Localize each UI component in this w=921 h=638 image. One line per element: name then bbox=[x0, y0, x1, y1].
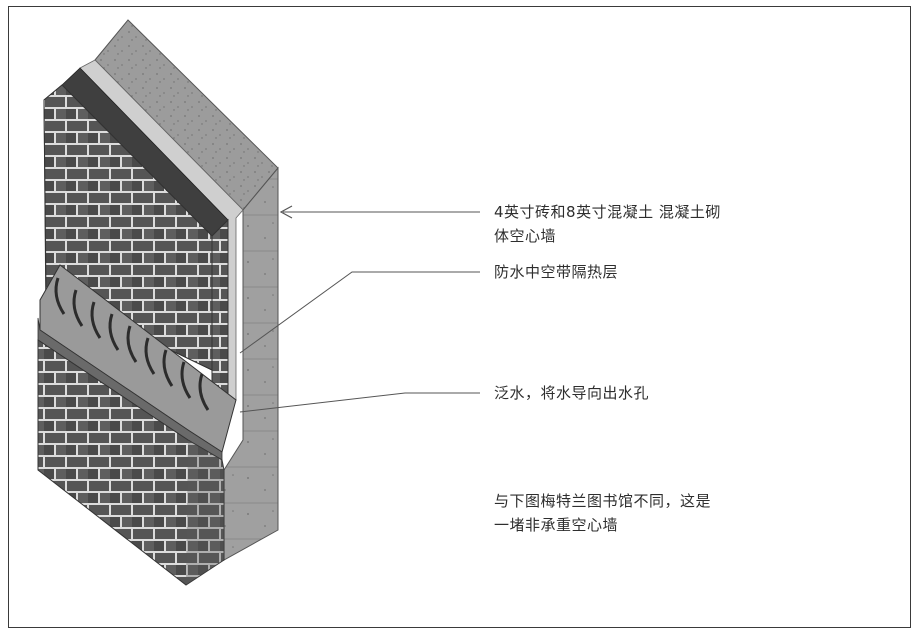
figure-frame bbox=[8, 6, 911, 628]
leader-line-flashing bbox=[239, 392, 480, 413]
label-flashing-text: 泛水，将水导向出水孔 bbox=[494, 384, 650, 402]
leader-lines bbox=[239, 211, 480, 413]
label-insulation: 防水中空带隔热层 bbox=[494, 260, 618, 284]
label-note: 与下图梅特兰图书馆不同，这是 一堵非承重空心墙 bbox=[494, 489, 711, 537]
label-insulation-text: 防水中空带隔热层 bbox=[494, 263, 619, 281]
label-wall-type-line2: 体空心墙 bbox=[494, 227, 557, 245]
label-flashing: 泛水，将水导向出水孔 bbox=[494, 381, 649, 405]
label-wall-type: 4英寸砖和8英寸混凝土 混凝土砌 体空心墙 bbox=[494, 200, 721, 248]
leader-line-insulation bbox=[239, 271, 480, 354]
lower-brick-face bbox=[37, 339, 225, 586]
label-note-line2: 一堵非承重空心墙 bbox=[494, 516, 619, 534]
flashing-ribs bbox=[54, 277, 210, 411]
label-wall-type-line1: 4英寸砖和8英寸混凝土 混凝土砌 bbox=[494, 203, 721, 221]
arrowhead-icon bbox=[279, 205, 293, 219]
label-note-line1: 与下图梅特兰图书馆不同，这是 bbox=[494, 492, 712, 510]
